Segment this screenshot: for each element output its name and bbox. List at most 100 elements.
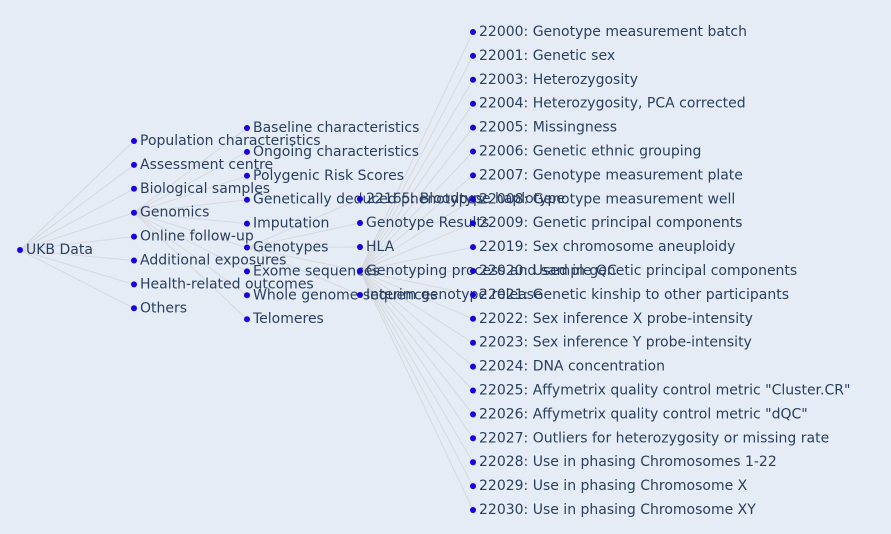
node-marker[interactable] bbox=[470, 315, 476, 322]
node-marker[interactable] bbox=[131, 281, 137, 288]
tree-node-22009-genetic-principal-components[interactable]: 22009: Genetic principal components bbox=[470, 215, 742, 231]
node-marker[interactable] bbox=[244, 196, 250, 203]
tree-node-genotypes[interactable]: Genotypes bbox=[244, 240, 328, 256]
node-marker[interactable] bbox=[470, 148, 476, 155]
tree-node-22027-outliers-for-heterozygosity-or-missing-rate[interactable]: 22027: Outliers for heterozygosity or mi… bbox=[470, 430, 829, 446]
node-marker[interactable] bbox=[470, 244, 476, 251]
node-label: 22022: Sex inference X probe-intensity bbox=[479, 311, 753, 327]
node-marker[interactable] bbox=[470, 172, 476, 179]
tree-edge bbox=[246, 222, 361, 248]
tree-node-22006-genetic-ethnic-grouping[interactable]: 22006: Genetic ethnic grouping bbox=[470, 144, 701, 160]
tree-node-online-follow-up[interactable]: Online follow-up bbox=[131, 229, 254, 245]
node-marker[interactable] bbox=[470, 196, 476, 203]
node-marker[interactable] bbox=[470, 100, 476, 107]
tree-node-22000-genotype-measurement-batch[interactable]: 22000: Genotype measurement batch bbox=[470, 24, 747, 40]
node-marker[interactable] bbox=[357, 292, 363, 298]
node-marker[interactable] bbox=[131, 185, 137, 192]
tree-node-assessment-centre[interactable]: Assessment centre bbox=[131, 157, 273, 173]
node-marker[interactable] bbox=[17, 247, 23, 253]
tree-node-22022-sex-inference-x-probe-intensity[interactable]: 22022: Sex inference X probe-intensity bbox=[470, 311, 753, 327]
tree-node-22030-use-in-phasing-chromosome-xy[interactable]: 22030: Use in phasing Chromosome XY bbox=[470, 502, 756, 518]
node-marker[interactable] bbox=[470, 483, 476, 490]
node-marker[interactable] bbox=[470, 76, 476, 83]
node-marker[interactable] bbox=[357, 268, 363, 274]
node-marker[interactable] bbox=[470, 387, 476, 394]
tree-node-baseline-characteristics[interactable]: Baseline characteristics bbox=[244, 120, 419, 136]
tree-node-22021-genetic-kinship-to-other-participants[interactable]: 22021: Genetic kinship to other particip… bbox=[470, 287, 789, 303]
node-marker[interactable] bbox=[244, 125, 250, 131]
node-marker[interactable] bbox=[357, 220, 363, 226]
node-marker[interactable] bbox=[357, 244, 363, 250]
node-marker[interactable] bbox=[470, 52, 476, 59]
node-marker[interactable] bbox=[357, 196, 363, 202]
tree-node-ongoing-characteristics[interactable]: Ongoing characteristics bbox=[244, 144, 419, 160]
tree-node-22165-bloodtype-haplotype[interactable]: 22165: Bloodtype haplotype bbox=[357, 191, 565, 207]
tree-node-22028-use-in-phasing-chromosomes-1-22[interactable]: 22028: Use in phasing Chromosomes 1-22 bbox=[470, 454, 777, 470]
node-marker[interactable] bbox=[470, 435, 476, 442]
tree-node-22023-sex-inference-y-probe-intensity[interactable]: 22023: Sex inference Y probe-intensity bbox=[470, 335, 752, 351]
node-marker[interactable] bbox=[470, 339, 476, 346]
tree-node-22025-affymetrix-quality-control-metric-cluster-cr[interactable]: 22025: Affymetrix quality control metric… bbox=[470, 383, 850, 399]
node-marker[interactable] bbox=[131, 305, 137, 312]
node-marker[interactable] bbox=[470, 124, 476, 131]
node-marker[interactable] bbox=[470, 507, 476, 513]
tree-node-22005-missingness[interactable]: 22005: Missingness bbox=[470, 120, 617, 136]
tree-node-22026-affymetrix-quality-control-metric-dqc[interactable]: 22026: Affymetrix quality control metric… bbox=[470, 406, 808, 422]
tree-node-biological-samples[interactable]: Biological samples bbox=[131, 181, 270, 197]
tree-node-22029-use-in-phasing-chromosome-x[interactable]: 22029: Use in phasing Chromosome X bbox=[470, 478, 748, 494]
tree-node-genotyping-process-and-sample-qc[interactable]: Genotyping process and sample QC bbox=[357, 263, 617, 279]
node-marker[interactable] bbox=[470, 291, 476, 298]
tree-node-population-characteristics[interactable]: Population characteristics bbox=[131, 133, 321, 149]
tree-node-exome-sequences[interactable]: Exome sequences bbox=[244, 263, 380, 279]
node-marker[interactable] bbox=[131, 233, 137, 240]
tree-node-additional-exposures[interactable]: Additional exposures bbox=[131, 253, 286, 269]
tree-node-imputation[interactable]: Imputation bbox=[244, 216, 329, 232]
tree-node-22004-heterozygosity-pca-corrected[interactable]: 22004: Heterozygosity, PCA corrected bbox=[470, 96, 746, 112]
tree-node-polygenic-risk-scores[interactable]: Polygenic Risk Scores bbox=[244, 168, 404, 184]
node-label: Whole genome sequences bbox=[253, 287, 438, 303]
node-marker[interactable] bbox=[244, 148, 250, 155]
node-marker[interactable] bbox=[244, 244, 250, 251]
node-marker[interactable] bbox=[470, 29, 476, 35]
node-label: 22003: Heterozygosity bbox=[479, 72, 638, 88]
node-marker[interactable] bbox=[244, 292, 250, 299]
tree-node-hla[interactable]: HLA bbox=[357, 239, 395, 255]
node-marker[interactable] bbox=[470, 459, 476, 466]
tree-node-genomics[interactable]: Genomics bbox=[131, 205, 209, 221]
tree-edge bbox=[133, 151, 248, 214]
node-marker[interactable] bbox=[131, 138, 137, 144]
node-marker[interactable] bbox=[470, 363, 476, 370]
node-marker[interactable] bbox=[131, 257, 137, 264]
node-marker[interactable] bbox=[470, 268, 476, 274]
tree-edge bbox=[133, 212, 248, 272]
node-marker[interactable] bbox=[131, 209, 137, 216]
tree-node-others[interactable]: Others bbox=[131, 300, 187, 316]
tree-node-22003-heterozygosity[interactable]: 22003: Heterozygosity bbox=[470, 72, 638, 88]
node-marker[interactable] bbox=[244, 220, 250, 227]
node-marker[interactable] bbox=[244, 172, 250, 179]
tree-node-22008-genotype-measurement-well[interactable]: 22008: Genotype measurement well bbox=[470, 191, 735, 207]
tree-node-22019-sex-chromosome-aneuploidy[interactable]: 22019: Sex chromosome aneuploidy bbox=[470, 239, 735, 255]
tree-node-genotype-results[interactable]: Genotype Results bbox=[357, 215, 489, 231]
node-marker[interactable] bbox=[244, 268, 250, 275]
node-marker[interactable] bbox=[244, 316, 250, 323]
node-label: Health-related outcomes bbox=[140, 276, 314, 292]
tree-node-telomeres[interactable]: Telomeres bbox=[244, 311, 324, 327]
tree-node-ukb-data[interactable]: UKB Data bbox=[17, 242, 93, 258]
tree-edge bbox=[359, 270, 474, 487]
tree-node-whole-genome-sequences[interactable]: Whole genome sequences bbox=[244, 287, 438, 303]
tree-edge bbox=[19, 212, 135, 251]
tree-node-health-related-outcomes[interactable]: Health-related outcomes bbox=[131, 276, 314, 292]
node-marker[interactable] bbox=[131, 161, 137, 168]
tree-node-22001-genetic-sex[interactable]: 22001: Genetic sex bbox=[470, 48, 615, 64]
tree-node-interim-genotype-release[interactable]: Interim genotype release bbox=[357, 287, 543, 303]
tree-node-22007-genotype-measurement-plate[interactable]: 22007: Genotype measurement plate bbox=[470, 167, 743, 183]
node-label: Population characteristics bbox=[140, 133, 321, 149]
node-marker[interactable] bbox=[470, 411, 476, 418]
tree-node-22020-used-in-genetic-principal-components[interactable]: 22020: Used in genetic principal compone… bbox=[470, 263, 797, 279]
tree-node-22024-dna-concentration[interactable]: 22024: DNA concentration bbox=[470, 359, 665, 375]
node-label: 22026: Affymetrix quality control metric… bbox=[479, 406, 808, 422]
tree-node-genetically-deduced-phenotypes[interactable]: Genetically deduced phenotypes bbox=[244, 192, 483, 208]
node-marker[interactable] bbox=[470, 220, 476, 227]
node-label: Baseline characteristics bbox=[253, 120, 419, 136]
